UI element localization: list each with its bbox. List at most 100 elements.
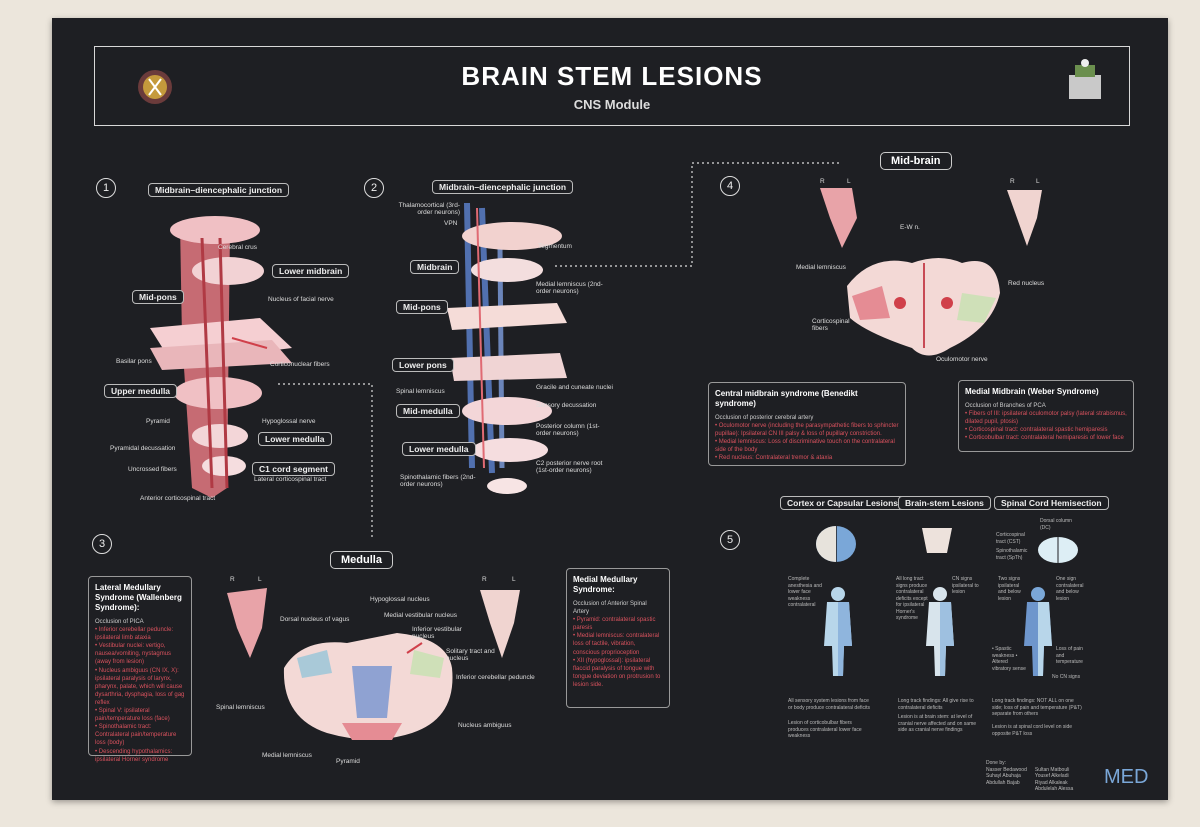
s1-label: Nucleus of facial nerve (268, 296, 334, 303)
section3-medulla-drawing (227, 588, 520, 740)
s1-level: Lower medulla (258, 432, 332, 446)
credit-name: Abdullah Bajab (986, 779, 1020, 786)
s1-label: Anterior corticospinal tract (140, 495, 216, 502)
s5-footnote: All sensory system lesions from face or … (788, 698, 870, 711)
s5-note: CN signs ipsilateral to lesion (952, 576, 979, 595)
section-number-2: 2 (364, 178, 384, 198)
section5-figures (816, 526, 1078, 676)
s1-label: Pyramid (146, 418, 170, 425)
s5-note: One sign contralateral and below lesion (1056, 576, 1084, 602)
s5-note: All long tract signs produce contralater… (896, 576, 928, 621)
s3-label: Pyramid (336, 758, 360, 765)
right-logo-icon (1069, 59, 1101, 99)
rl-label: R (820, 178, 825, 185)
s2-label: Tegmentum (538, 243, 572, 250)
s2-heading: Midbrain–diencephalic junction (432, 180, 574, 194)
poster: BRAIN STEM LESIONS CNS Module (52, 18, 1168, 800)
s5-header: Spinal Cord Hemisection (994, 496, 1109, 510)
rl-label: L (258, 576, 262, 583)
box-line: Occlusion of Branches of PCA (965, 403, 1046, 409)
s2-level: Mid-pons (396, 300, 448, 314)
s1-label: Lateral corticospinal tract (254, 476, 327, 483)
s2-label: Posterior column (1st-order neurons) (536, 423, 600, 437)
box-line: • Red nucleus: Contralateral tremor & at… (715, 455, 833, 462)
s4-label: Red nucleus (1008, 280, 1045, 287)
box-line: • Inferior cerebellar peduncle: ipsilate… (95, 627, 174, 642)
medial-medullary-box: Medial Medullary Syndrome: Occlusion of … (566, 568, 670, 708)
section1-brainstem-drawing (150, 216, 292, 498)
box-line: • Nucleus ambiguus (CN IX, X): ipsilater… (95, 667, 185, 706)
rl-label: R (482, 576, 487, 583)
box-line: • Vestibular nuclei: vertigo, nausea/vom… (95, 643, 172, 666)
credits: Done by: Nasser Bedawood Suhayl Abuhaja … (986, 760, 1096, 793)
box-title: Lateral Medullary Syndrome (Wallenberg S… (95, 583, 182, 612)
credits-label: Done by: (986, 760, 1007, 766)
box-title: Medial Midbrain (Weber Syndrome) (965, 387, 1099, 396)
med-logo-icon: MED (1104, 766, 1148, 788)
lateral-medullary-box: Lateral Medullary Syndrome (Wallenberg S… (88, 576, 192, 763)
benedikt-box: Central midbrain syndrome (Benedikt synd… (708, 382, 906, 466)
credit-name: Abdulelah Alessa (1034, 786, 1074, 792)
section-number-5: 5 (720, 530, 740, 550)
rl-label: L (512, 576, 516, 583)
s1-level: C1 cord segment (252, 462, 335, 476)
s5-note: Two signs ipsilateral and below lesion (998, 576, 1021, 602)
s2-level: Lower medulla (402, 442, 476, 456)
s1-label: Hypoglossal nerve (262, 418, 316, 425)
s5-footnote: Long track findings: NOT ALL on one side… (992, 698, 1082, 717)
section4-midbrain-drawing (820, 188, 1042, 356)
s5-footnote: Lesion of corticobulbar fibers produces … (788, 720, 862, 739)
box-line: • Pyramid: contralateral spastic paresis (573, 617, 656, 632)
box-line: Occlusion of posterior cerebral artery (715, 415, 814, 421)
s2-label: C2 posterior nerve root (1st-order neuro… (536, 460, 603, 474)
s3-heading: Medulla (330, 551, 393, 569)
s1-label: Pyramidal decussation (110, 445, 176, 452)
box-line: • Corticobulbar tract: contralateral hem… (965, 435, 1124, 442)
credit-name: Sultan Matbouli (1034, 766, 1070, 773)
page-title: BRAIN STEM LESIONS (461, 61, 763, 91)
s4-label: E-W n. (900, 224, 920, 231)
s2-label: Gracile and cuneate nuclei (536, 384, 613, 391)
page-subtitle: CNS Module (573, 97, 651, 112)
section-number-1: 1 (96, 178, 116, 198)
credit-name: Suhayl Abuhaja (986, 773, 1021, 779)
section2-sensory-drawing (447, 202, 567, 494)
s3-label: Inferior vestibular nucleus (412, 626, 462, 640)
s5-header: Cortex or Capsular Lesions (780, 496, 906, 510)
credit-name: Riyad Alkaleak (1034, 779, 1068, 786)
s4-label: Corticospinal fibers (812, 318, 850, 332)
s5-footnote: Long track findings: All give rise to co… (898, 698, 974, 711)
rl-label: R (1010, 178, 1015, 185)
header-logos (138, 59, 1101, 104)
section-number-4: 4 (720, 176, 740, 196)
box-title: Medial Medullary Syndrome: (573, 575, 638, 594)
s2-label: Spinal lemniscus (396, 388, 445, 395)
box-line: Occlusion of Anterior Spinal Artery (573, 601, 647, 616)
box-line: • Spinal V: ipsilateral pain/temperature… (95, 708, 170, 723)
s2-label: Sensory decussation (536, 402, 597, 409)
box-line: • Oculomotor nerve (including the parasy… (715, 423, 899, 438)
cord-label: Spinothalamic tract (SpTh) (996, 548, 1028, 561)
connector-midbrain (555, 162, 842, 267)
s3-label: Inferior cerebellar peduncle (456, 674, 535, 681)
s2-level: Midbrain (410, 260, 460, 274)
left-logo-icon (138, 70, 172, 104)
box-line: • Medial lemniscus: Loss of discriminati… (715, 439, 895, 454)
s5-note: No CN signs (1052, 674, 1081, 680)
s2-label: Medial lemniscus (2nd-order neurons) (536, 281, 603, 295)
s3-label: Hypoglossal nucleus (370, 596, 430, 603)
weber-box: Medial Midbrain (Weber Syndrome) Occlusi… (958, 380, 1134, 452)
s2-label: VPN (444, 220, 458, 227)
credit-name: Yousef Alkeladi (1034, 773, 1069, 779)
section-number-3: 3 (92, 534, 112, 554)
s1-level: Upper medulla (104, 384, 178, 398)
s3-label: Nucleus ambiguus (458, 722, 512, 729)
s1-level: Lower midbrain (272, 264, 350, 278)
box-line: • XII (hypoglossal): ipsilateral flaccid… (573, 657, 661, 688)
s1-label: Corticonuclear fibers (270, 361, 330, 368)
s2-level: Lower pons (392, 358, 454, 372)
s3-label: Medial lemniscus (262, 752, 312, 759)
s1-heading: Midbrain–diencephalic junction (148, 183, 290, 197)
s4-label: Oculomotor nerve (936, 356, 988, 363)
diagram-graphics: MED (150, 162, 1148, 788)
